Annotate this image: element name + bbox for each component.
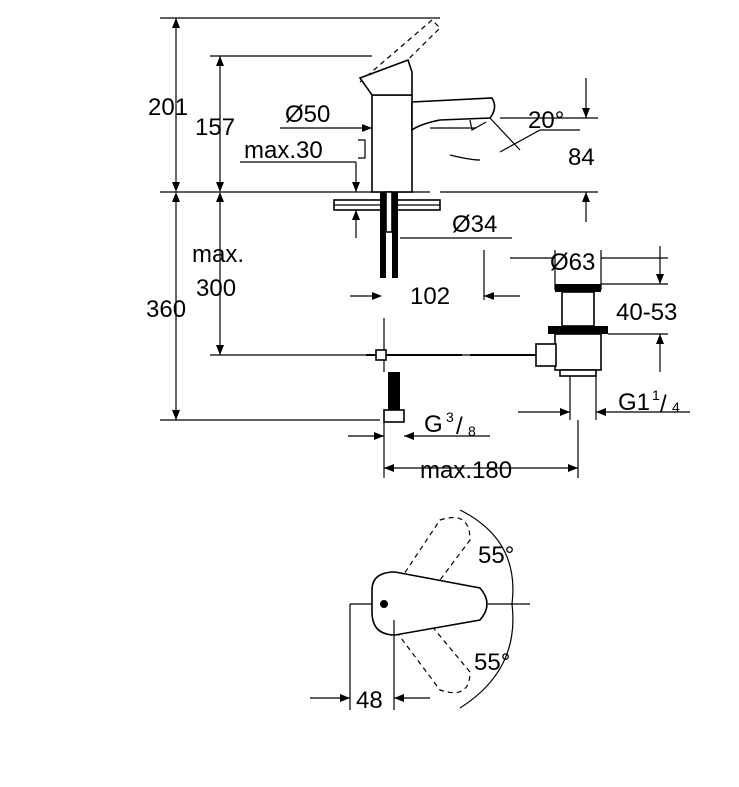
dim-84: 84: [568, 144, 595, 171]
dim-g1-slash: /: [660, 391, 667, 418]
dim-300: 300: [196, 275, 236, 302]
dim-157: 157: [195, 114, 235, 141]
dim-g-num: 3: [446, 409, 454, 425]
dim-g-prefix: G: [424, 411, 443, 438]
dim-48: 48: [356, 687, 383, 714]
dim-g-den: 8: [468, 423, 476, 439]
dim-g1-den: 4: [672, 399, 680, 415]
faucet-side-view: [160, 17, 598, 423]
dim-max-180: max.180: [420, 457, 512, 484]
dim-diameter-50: Ø50: [285, 101, 330, 128]
dim-201: 201: [148, 94, 188, 121]
drain-assembly: [348, 246, 690, 478]
dim-max-30: max.30: [244, 137, 323, 164]
dim-max-label: max.: [192, 241, 244, 268]
dim-angle-55-top: 55°: [478, 542, 514, 569]
dim-angle-55-bottom: 55°: [474, 649, 510, 676]
handle-top-view: [310, 509, 530, 710]
dim-g1-prefix: G1: [618, 389, 650, 416]
dim-diameter-34: Ø34: [452, 211, 497, 238]
dim-360: 360: [146, 296, 186, 323]
dim-102: 102: [410, 283, 450, 310]
dim-g1-num: 1: [652, 387, 660, 403]
dim-g-slash: /: [456, 413, 463, 440]
dim-diameter-63: Ø63: [550, 249, 595, 276]
dim-40-53: 40-53: [616, 299, 677, 326]
dim-angle-20: 20°: [528, 107, 564, 134]
